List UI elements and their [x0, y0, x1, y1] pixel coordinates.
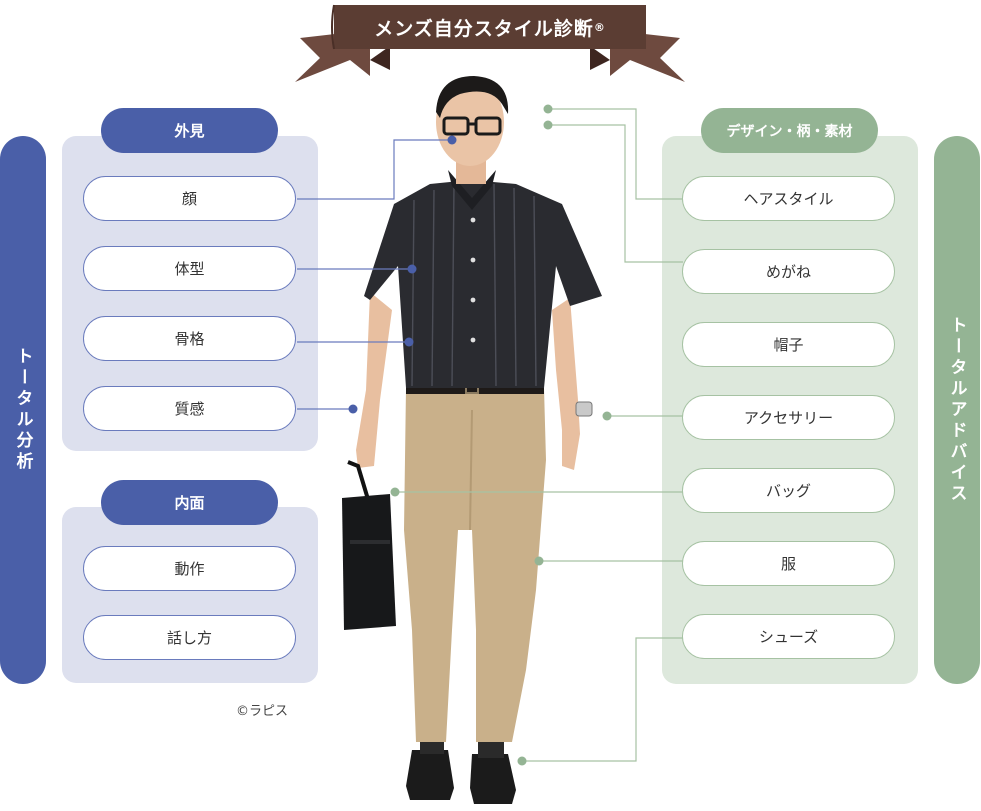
- title-text: メンズ自分スタイル診断: [374, 17, 594, 40]
- page-title: メンズ自分スタイル診断®: [335, 6, 645, 48]
- item-face: 顔: [83, 176, 296, 221]
- copyright: ©ラピス: [236, 704, 289, 719]
- item-body-type: 体型: [83, 246, 296, 291]
- design-heading: デザイン・柄・素材: [701, 108, 878, 153]
- glasses: [442, 116, 502, 136]
- item-speech: 話し方: [83, 615, 296, 660]
- item-clothes: 服: [682, 541, 895, 586]
- total-analysis-bar: トータル分析: [0, 136, 46, 684]
- registered-mark: ®: [593, 20, 606, 34]
- shoe-right: [470, 754, 516, 804]
- item-shoes: シューズ: [682, 614, 895, 659]
- appearance-heading: 外見: [101, 108, 278, 153]
- item-bag: バッグ: [682, 468, 895, 513]
- item-hat: 帽子: [682, 322, 895, 367]
- inner-heading: 内面: [101, 480, 278, 525]
- total-advice-bar: トータルアドバイス: [934, 136, 980, 684]
- item-hairstyle: ヘアスタイル: [682, 176, 895, 221]
- title-ribbon: [295, 4, 685, 82]
- item-movement: 動作: [83, 546, 296, 591]
- item-texture: 質感: [83, 386, 296, 431]
- model-figure-image: [342, 76, 602, 804]
- item-accessory: アクセサリー: [682, 395, 895, 440]
- item-frame: 骨格: [83, 316, 296, 361]
- briefcase: [342, 460, 396, 630]
- item-glasses: めがね: [682, 249, 895, 294]
- shoe-left: [406, 750, 454, 800]
